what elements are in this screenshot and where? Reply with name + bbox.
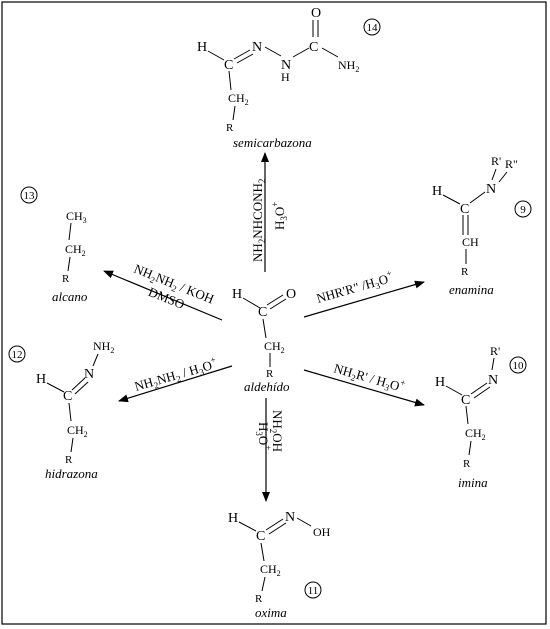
- svg-text:R: R: [255, 593, 263, 605]
- svg-text:NH2R' / H3O+: NH2R' / H3O+: [332, 359, 407, 397]
- svg-text:N: N: [486, 182, 496, 197]
- svg-text:C: C: [63, 389, 72, 404]
- number-9: 9: [520, 204, 526, 216]
- svg-text:OH: OH: [313, 525, 331, 539]
- number-11: 11: [308, 585, 319, 597]
- svg-text:N: N: [84, 367, 94, 382]
- arrow-hidrazona: [118, 365, 233, 403]
- aldehyde-structure: H C O CH2 R aldehído: [232, 287, 296, 394]
- svg-text:C: C: [461, 393, 470, 408]
- reagent-oxima: NH2OH H3O+: [254, 410, 285, 452]
- reagent-imina: NH2R' / H3O+: [332, 359, 407, 397]
- enamina-name: enamina: [449, 282, 494, 297]
- svg-text:NH2NHCONH2: NH2NHCONH2: [250, 179, 267, 262]
- svg-text:N: N: [252, 40, 262, 55]
- svg-text:R: R: [226, 122, 234, 134]
- svg-text:R: R: [62, 273, 70, 285]
- r-label: R: [266, 368, 274, 380]
- svg-text:H: H: [435, 375, 445, 390]
- reagent-semicarbazona: NH2NHCONH2 H3O+: [250, 179, 289, 262]
- svg-text:R": R": [505, 157, 518, 171]
- svg-text:H: H: [228, 511, 238, 526]
- reagent-hidrazona: NH2NH2 / H3O+: [132, 354, 219, 396]
- svg-text:NH2: NH2: [338, 58, 359, 74]
- arrow-alcano: [103, 270, 223, 321]
- svg-text:CH2: CH2: [260, 562, 281, 578]
- svg-text:C: C: [460, 202, 469, 217]
- svg-text:C: C: [256, 529, 265, 544]
- enamina-structure: 9 R' R" N H C CH R enamina: [432, 154, 532, 297]
- svg-text:NH2: NH2: [93, 339, 114, 355]
- svg-text:R': R': [490, 344, 500, 358]
- svg-text:H3O+: H3O+: [270, 202, 289, 230]
- svg-text:R': R': [491, 154, 501, 168]
- semicarbazona-name: semicarbazona: [233, 135, 312, 150]
- svg-text:CH3: CH3: [66, 209, 87, 225]
- oxima-structure: 11 H C N OH CH2 R oxima: [228, 510, 331, 620]
- arrow-imina: [303, 369, 425, 407]
- oxima-name: oxima: [255, 605, 287, 620]
- atom-h: H: [232, 287, 242, 302]
- number-10: 10: [513, 360, 525, 372]
- svg-text:H: H: [197, 40, 207, 55]
- atom-o: O: [286, 287, 296, 302]
- svg-text:C: C: [224, 58, 233, 73]
- svg-text:NH2NH2 / H3O+: NH2NH2 / H3O+: [132, 354, 219, 396]
- svg-text:N: N: [488, 373, 498, 388]
- svg-text:H: H: [36, 372, 46, 387]
- arrow-enamina: [303, 280, 425, 318]
- alcano-structure: 13 CH3 CH2 R alcano: [20, 186, 88, 304]
- number-14: 14: [367, 22, 379, 34]
- number-13: 13: [24, 190, 36, 202]
- alcano-name: alcano: [52, 289, 88, 304]
- hidrazona-structure: 12 NH2 N H C CH2 R hidrazona: [8, 339, 114, 481]
- number-12: 12: [12, 349, 23, 361]
- imina-structure: 10 R' N H C CH2 R imina: [435, 344, 527, 490]
- svg-text:N: N: [285, 510, 295, 525]
- svg-text:H: H: [281, 70, 290, 84]
- atom-c: C: [258, 305, 267, 320]
- svg-text:R: R: [461, 266, 469, 278]
- svg-text:R: R: [65, 454, 73, 466]
- ch2-label: CH2: [264, 339, 285, 355]
- svg-text:N: N: [281, 58, 291, 73]
- svg-text:O: O: [311, 6, 321, 21]
- svg-text:H: H: [432, 184, 442, 199]
- imina-name: imina: [458, 475, 488, 490]
- svg-text:CH2: CH2: [228, 91, 249, 107]
- semicarbazona-structure: 14 H C N N H C O NH2 CH2 R semicarbazona: [197, 6, 381, 150]
- hidrazona-name: hidrazona: [45, 466, 98, 481]
- svg-text:CH2: CH2: [65, 242, 86, 258]
- svg-text:R: R: [463, 458, 471, 470]
- svg-text:CH: CH: [462, 235, 479, 249]
- svg-text:H3O+: H3O+: [254, 422, 273, 450]
- svg-text:NH2OH: NH2OH: [268, 410, 285, 452]
- svg-text:CH2: CH2: [67, 423, 88, 439]
- svg-text:CH2: CH2: [465, 426, 486, 442]
- aldehyde-name: aldehído: [244, 379, 290, 394]
- svg-text:C: C: [309, 40, 318, 55]
